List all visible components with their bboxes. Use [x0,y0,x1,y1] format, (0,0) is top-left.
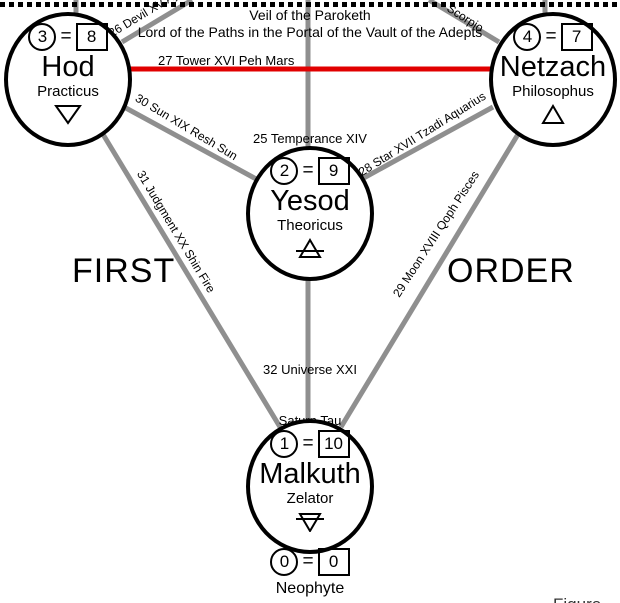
degree-circle: 3 [28,23,57,51]
fire-symbol-icon [541,104,565,124]
veil-title: Veil of the Paroketh [249,7,371,23]
sephira-name: Yesod [270,185,350,217]
degree-circle: 4 [513,23,542,51]
sephira-name: Hod [41,51,95,83]
equals-sign: = [302,160,314,181]
path-line-death-scorpio [427,0,501,45]
equals-sign: = [302,551,314,572]
sephira-grade: Theoricus [277,217,343,234]
degree-circle: 0 [270,548,299,576]
equals-sign: = [60,26,72,47]
path-line-devil [120,0,194,45]
path-line-judgment [98,129,283,429]
degree-circle: 2 [270,157,299,185]
sephira-grade: Zelator [286,490,334,507]
sephira-name: Netzach [499,51,607,83]
equals-sign: = [545,26,557,47]
water-symbol-icon [54,105,82,125]
air-symbol-icon [296,238,324,258]
sephira-grade: Philosophus [512,83,594,100]
first-order-label-left: FIRST [72,252,176,290]
degree-square: 7 [560,23,593,51]
degree-row: 4 = 7 [513,23,593,51]
path-line-moon [338,129,523,429]
earth-symbol-icon [296,513,324,532]
degree-circle: 1 [270,430,299,458]
sephira-malkuth: 1 = 10 Malkuth Zelator [246,419,374,554]
sephira-name: Malkuth [259,458,361,490]
sephira-netzach: 4 = 7 Netzach Philosophus [489,12,617,147]
degree-row: 2 = 9 [270,157,350,185]
veil-subtitle: Lord of the Paths in the Portal of the V… [137,24,483,40]
neophyte-name: Neophyte [275,580,345,597]
degree-square: 10 [317,430,350,458]
path-line-star [358,104,495,183]
sephira-yesod: 2 = 9 Yesod Theoricus [246,146,374,281]
path-label-universe-line1: 32 Universe XXI [263,362,357,377]
degree-row: 1 = 10 [270,430,350,458]
degree-row: 0 = 0 [270,548,350,576]
degree-square: 0 [317,548,350,576]
first-order-label-right: ORDER [447,252,575,290]
degree-square: 8 [75,23,108,51]
path-label-temperance-line1: 25 Temperance XIV [253,131,367,146]
path-line-sun [122,104,260,183]
sephira-grade: Practicus [37,83,99,100]
degree-square: 9 [317,157,350,185]
equals-sign: = [302,433,314,454]
path-label-tower: 27 Tower XVI Peh Mars [158,53,295,68]
degree-row: 3 = 8 [28,23,108,51]
neophyte-grade: 0 = 0 Neophyte [230,548,390,598]
sephira-hod: 3 = 8 Hod Practicus [4,12,132,147]
veil-dotted-line [0,2,620,7]
figure-caption: Figure [553,595,601,603]
